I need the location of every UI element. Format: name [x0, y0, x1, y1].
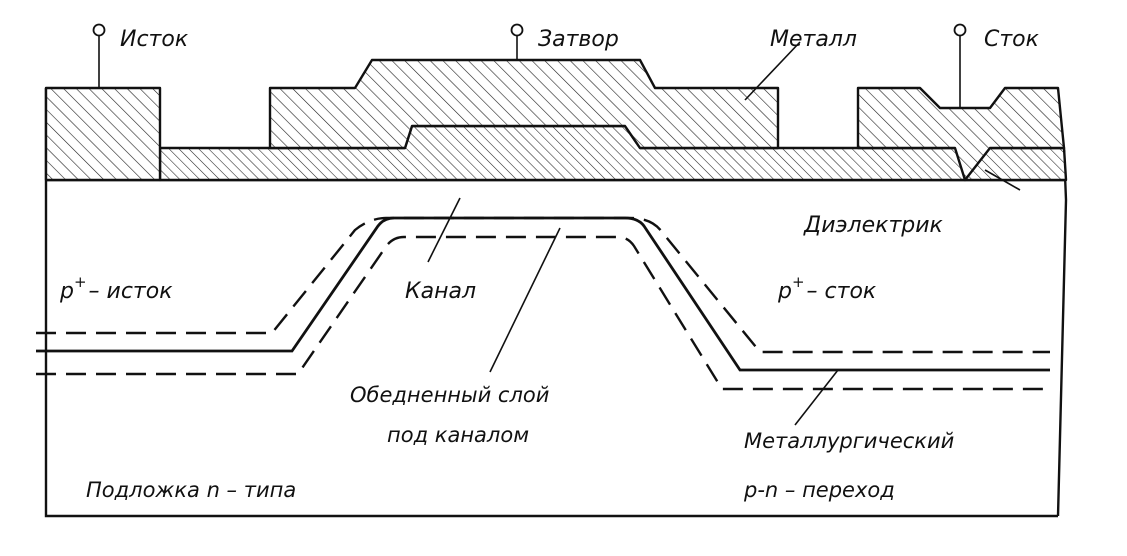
source-terminal-label: Исток	[120, 27, 189, 52]
source-terminal-icon	[92, 23, 106, 37]
source-terminal	[92, 23, 106, 88]
metal-leader	[744, 41, 801, 101]
depletion-boundary-upper	[36, 216, 1050, 354]
junction-label-line2: p-n – переход	[743, 478, 895, 502]
gate-terminal	[510, 23, 524, 60]
junction-leader	[794, 369, 839, 426]
dielectric-leader	[984, 169, 1021, 191]
depletion-boundary-lower	[36, 235, 1050, 391]
gate-metal	[268, 58, 780, 150]
leader-lines	[427, 41, 1021, 426]
drain-region-prefix: p	[777, 279, 792, 304]
drain-terminal	[953, 23, 967, 108]
dielectric-label: Диэлектрик	[803, 213, 944, 238]
source-region-prefix: p	[59, 279, 74, 304]
source-region-suffix: – исток	[89, 279, 174, 304]
substrate-label: Подложка n – типа	[86, 478, 296, 502]
drain-terminal-icon	[953, 23, 967, 37]
depletion-label-line2: под каналом	[387, 423, 529, 447]
gate-terminal-icon	[510, 23, 524, 37]
drain-region-suffix: – сток	[807, 279, 877, 304]
source-region-sup: +	[74, 273, 87, 291]
depletion-leader	[489, 227, 561, 373]
drain-region-sup: +	[792, 273, 805, 291]
depletion-label-line1: Обедненный слой	[350, 383, 549, 407]
gate-terminal-label: Затвор	[538, 27, 619, 52]
metal-label: Металл	[770, 27, 857, 52]
junction-label-line1: Металлургический	[744, 429, 954, 453]
source-metal-contact	[44, 86, 162, 182]
channel-label: Канал	[405, 279, 476, 304]
drain-terminal-label: Сток	[984, 27, 1040, 52]
drain-metal-contact	[856, 86, 1066, 182]
drain-region-label: p+– сток	[777, 273, 877, 304]
source-region-label: p+– исток	[59, 273, 173, 304]
channel-leader	[427, 197, 461, 263]
metallurgical-junction-line	[36, 216, 1050, 372]
